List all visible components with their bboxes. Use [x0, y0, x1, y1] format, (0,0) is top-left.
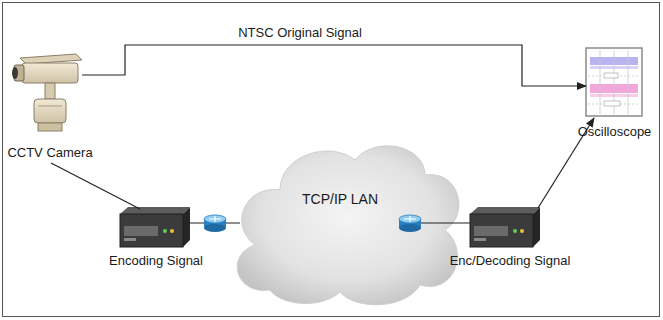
device-label: CCTV Camera — [7, 145, 92, 161]
cctv-camera — [12, 54, 82, 131]
encoder-node: Encoding Signal — [92, 205, 220, 269]
router-icon — [399, 215, 421, 232]
encoder-device — [120, 207, 190, 247]
camera-node: CCTV Camera — [4, 45, 96, 161]
device-label: Encoding Signal — [109, 253, 203, 269]
oscilloscope-screen — [586, 48, 642, 116]
lan-cloud-node: TCP/IP LAN — [230, 135, 450, 305]
device-label: Oscilloscope — [578, 124, 652, 140]
oscilloscope-node: Oscilloscope — [572, 48, 657, 140]
signal-line — [51, 163, 140, 209]
decoder-node: Enc/Decoding Signal — [440, 205, 580, 269]
device-label: TCP/IP LAN — [302, 191, 378, 207]
router-icon — [204, 215, 226, 232]
lan-cloud — [237, 146, 459, 305]
decoder-device — [470, 207, 540, 247]
device-label: Enc/Decoding Signal — [450, 253, 571, 269]
signal-line — [82, 45, 586, 86]
edge-label: NTSC Original Signal — [236, 25, 364, 41]
